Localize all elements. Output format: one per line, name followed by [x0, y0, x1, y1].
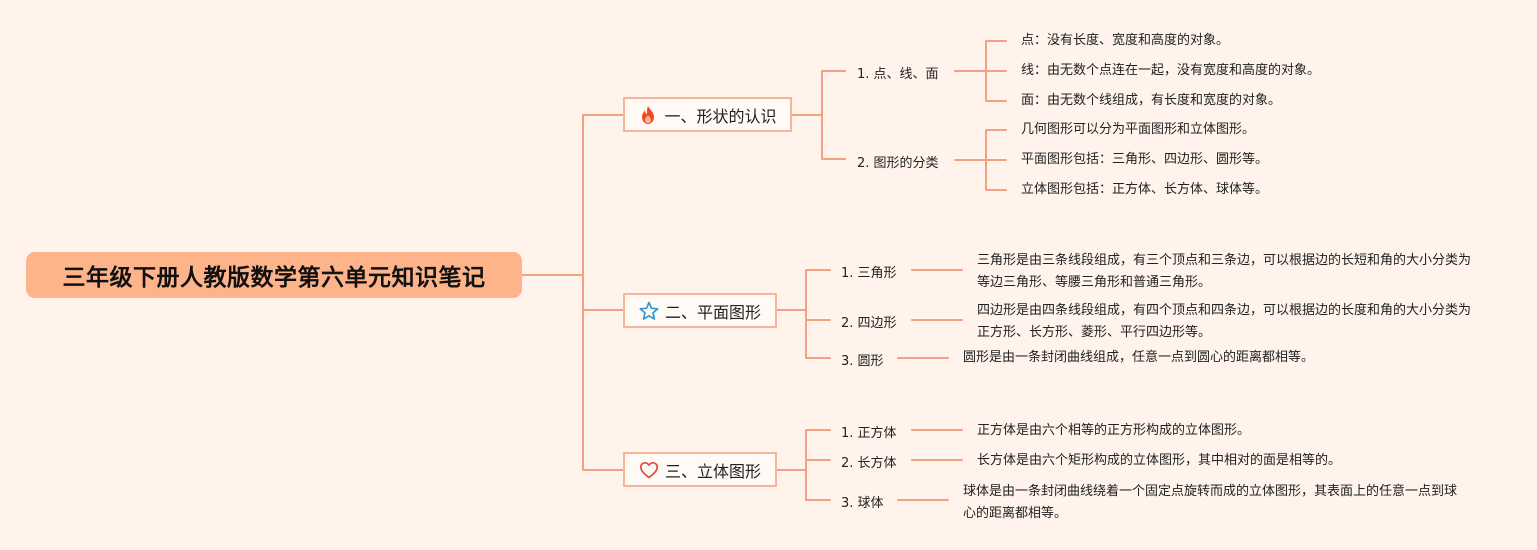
leaf-plane-shapes: 平面图形包括：三角形、四边形、圆形等。 [1021, 152, 1269, 167]
leaf-triangle: 三角形是由三条线段组成，有三个顶点和三条边，可以根据边的长短和角的大小分类为等边… [977, 253, 1472, 290]
leaf-point: 点：没有长度、宽度和高度的对象。 [1021, 33, 1230, 48]
branch-shape-recognition[interactable]: 一、形状的认识 [623, 97, 792, 132]
branch-solid-figures[interactable]: 三、立体图形 [623, 452, 777, 487]
leaf-circle: 圆形是由一条封闭曲线组成，任意一点到圆心的距离都相等。 [963, 350, 1315, 365]
branch-label: 一、形状的认识 [664, 106, 777, 126]
sub-sphere[interactable]: 3. 球体 [841, 496, 884, 511]
sub-shape-classification[interactable]: 2. 图形的分类 [857, 156, 939, 171]
leaf-line: 线：由无数个点连在一起，没有宽度和高度的对象。 [1021, 63, 1321, 78]
heart-icon [639, 460, 659, 480]
leaf-cuboid: 长方体是由六个矩形构成的立体图形，其中相对的面是相等的。 [977, 453, 1342, 468]
leaf-sphere: 球体是由一条封闭曲线绕着一个固定点旋转而成的立体图形，其表面上的任意一点到球心的… [963, 484, 1458, 521]
branch-plane-figures[interactable]: 二、平面图形 [623, 293, 777, 328]
sub-circle[interactable]: 3. 圆形 [841, 354, 884, 369]
sub-cube[interactable]: 1. 正方体 [841, 426, 897, 441]
leaf-solid-shapes: 立体图形包括：正方体、长方体、球体等。 [1021, 182, 1269, 197]
branch-label: 三、立体图形 [664, 461, 761, 481]
sub-quadrilateral[interactable]: 2. 四边形 [841, 316, 897, 331]
leaf-quadrilateral: 四边形是由四条线段组成，有四个顶点和四条边，可以根据边的长度和角的大小分类为正方… [977, 303, 1472, 340]
root-node[interactable]: 三年级下册人教版数学第六单元知识笔记 [26, 252, 522, 298]
leaf-face: 面：由无数个线组成，有长度和宽度的对象。 [1021, 93, 1282, 108]
fire-icon [638, 105, 658, 125]
branch-label: 二、平面图形 [664, 302, 761, 322]
star-icon [639, 301, 659, 321]
sub-cuboid[interactable]: 2. 长方体 [841, 456, 897, 471]
sub-triangle[interactable]: 1. 三角形 [841, 266, 897, 281]
sub-points-lines-faces[interactable]: 1. 点、线、面 [857, 67, 939, 82]
root-title: 三年级下册人教版数学第六单元知识笔记 [62, 265, 486, 291]
leaf-cube: 正方体是由六个相等的正方形构成的立体图形。 [977, 423, 1251, 438]
leaf-classification: 几何图形可以分为平面图形和立体图形。 [1021, 122, 1256, 137]
